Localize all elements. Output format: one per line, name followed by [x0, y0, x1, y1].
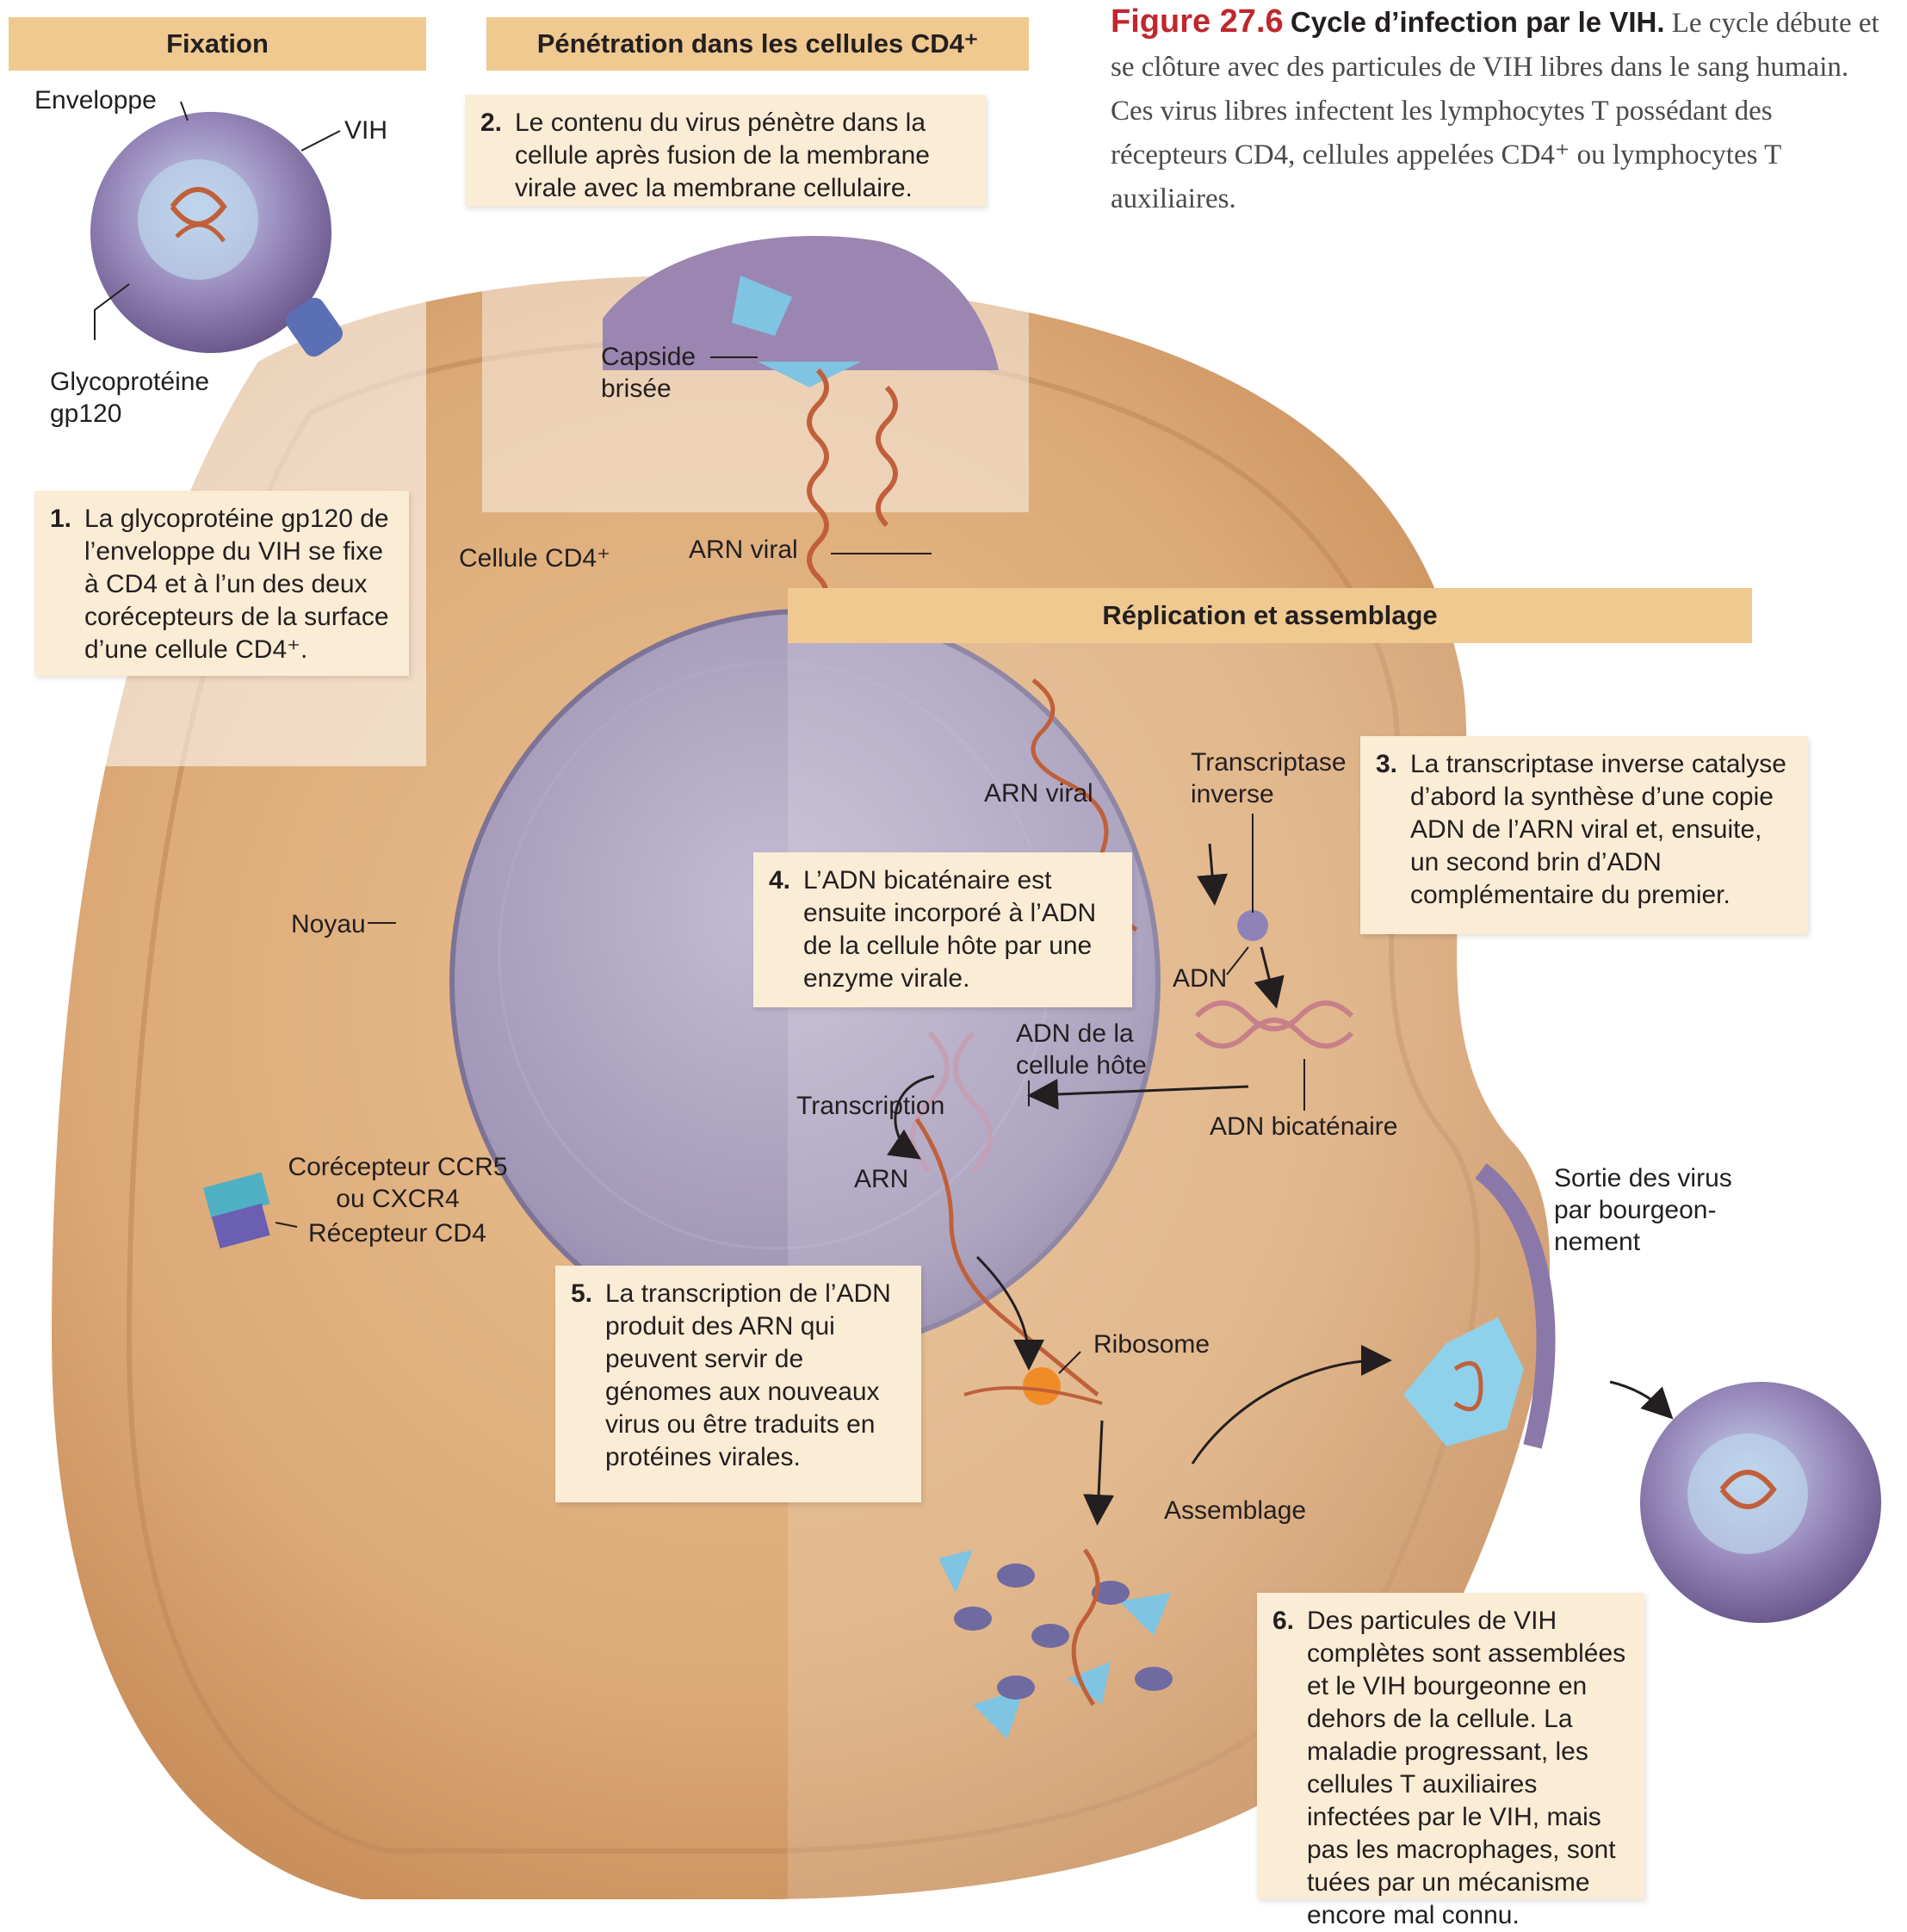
step-2-text: Le contenu du virus pénètre dans la cell…	[515, 108, 930, 202]
label-adn-hote: ADN de la cellule hôte	[1016, 1018, 1162, 1081]
step-6-text: Des particules de VIH complètes sont ass…	[1307, 1607, 1625, 1929]
step-1-box: 1. La glycoprotéine gp120 de l’enveloppe…	[34, 491, 409, 676]
released-virus	[1640, 1382, 1881, 1623]
step-3-box: 3. La transcriptase inverse catalyse d’a…	[1360, 736, 1808, 934]
label-recepteur-cd4: Récepteur CD4	[308, 1217, 486, 1249]
step-6-number: 6.	[1272, 1605, 1294, 1638]
label-cellule-cd4: Cellule CD4⁺	[459, 542, 610, 574]
label-transcriptase: Transcriptase inverse	[1191, 746, 1363, 810]
label-noyau: Noyau	[291, 908, 366, 940]
step-1-text: La glycoprotéine gp120 de l’enveloppe du…	[84, 505, 389, 664]
panel-header-fixation: Fixation	[9, 17, 426, 71]
label-glycoproteine: Glycoprotéine gp120	[50, 366, 257, 430]
figure-caption: Figure 27.6 Cycle d’infection par le VIH…	[1111, 0, 1894, 221]
label-arn-viral-top: ARN viral	[689, 534, 798, 566]
label-transcription: Transcription	[796, 1090, 944, 1122]
step-6-box: 6. Des particules de VIH complètes sont …	[1257, 1593, 1644, 1899]
label-sortie: Sortie des virus par bourgeon-nement	[1554, 1162, 1743, 1258]
step-4-box: 4. L’ADN bicaténaire est ensuite incorpo…	[753, 852, 1132, 1007]
label-arn: ARN	[854, 1163, 908, 1195]
label-adn: ADN	[1173, 963, 1227, 994]
step-5-box: 5. La transcription de l’ADN produit des…	[555, 1266, 921, 1502]
label-enveloppe: Enveloppe	[34, 84, 157, 116]
step-2-number: 2.	[480, 107, 502, 139]
step-2-box: 2. Le contenu du virus pénètre dans la c…	[465, 95, 986, 207]
reverse-transcriptase	[1237, 910, 1268, 941]
label-capside: Capside brisée	[601, 341, 704, 405]
step-3-text: La transcriptase inverse catalyse d’abor…	[1410, 750, 1786, 909]
label-assemblage: Assemblage	[1164, 1495, 1306, 1526]
label-adn-bicatenaire: ADN bicaténaire	[1210, 1111, 1397, 1142]
label-corecepteur: Corécepteur CCR5 ou CXCR4	[277, 1151, 518, 1215]
step-3-number: 3.	[1376, 748, 1397, 781]
figure-title: Cycle d’infection par le VIH.	[1291, 6, 1665, 38]
label-vih: VIH	[344, 115, 387, 146]
label-arn-viral-mid: ARN viral	[984, 777, 1093, 809]
ribosome	[1023, 1367, 1061, 1405]
step-5-text: La transcription de l’ADN produit des AR…	[605, 1279, 891, 1471]
step-4-text: L’ADN bicaténaire est ensuite incorporé …	[803, 866, 1096, 993]
step-5-number: 5.	[571, 1278, 592, 1310]
panel-header-replication: Réplication et assemblage	[788, 588, 1752, 643]
step-4-number: 4.	[769, 864, 790, 897]
label-ribosome: Ribosome	[1093, 1328, 1210, 1360]
step-1-number: 1.	[50, 503, 71, 536]
figure-number: Figure 27.6	[1111, 3, 1284, 40]
panel-header-penetration: Pénétration dans les cellules CD4⁺	[486, 17, 1029, 71]
